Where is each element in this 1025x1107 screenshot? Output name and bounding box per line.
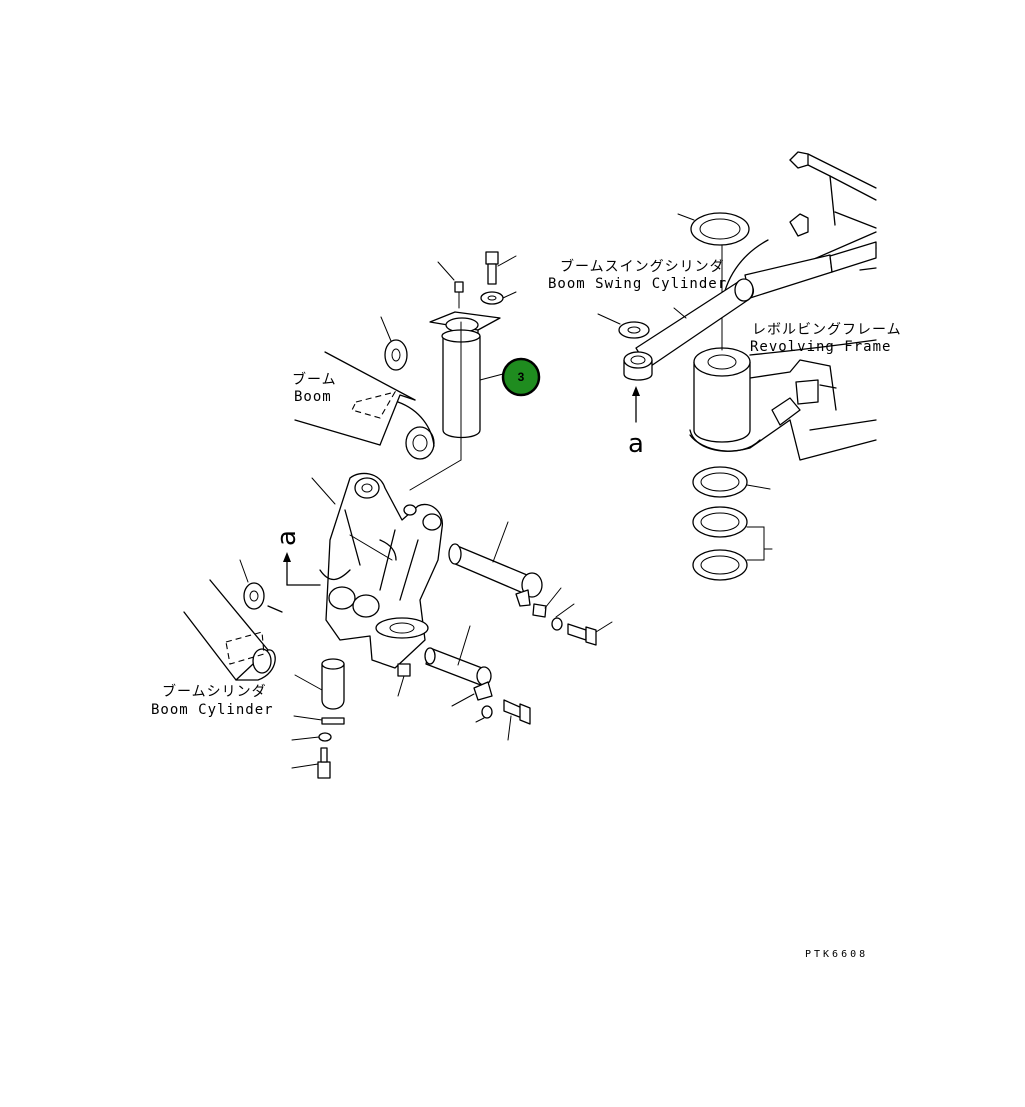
boom-assembly xyxy=(294,316,435,460)
swing-bracket xyxy=(311,472,443,669)
swing-pin-upper xyxy=(448,521,613,646)
callout-3-number: 3 xyxy=(518,370,525,384)
boom-swing-cylinder xyxy=(597,278,754,381)
label-boom-swing-cylinder-en: Boom Swing Cylinder xyxy=(548,276,727,292)
drawing-code: PTK6608 xyxy=(805,949,868,960)
label-boom-jp: ブーム xyxy=(292,371,337,388)
view-arrow-left: a xyxy=(272,530,321,586)
view-marker-a-right: a xyxy=(628,429,644,459)
label-boom-en: Boom xyxy=(294,389,332,405)
callout-3: 3 xyxy=(501,357,541,397)
label-boom-cylinder-jp: ブームシリンダ xyxy=(162,683,267,700)
text-labels: ブーム Boom ブームスイングシリンダ Boom Swing Cylinder… xyxy=(151,258,902,960)
boom-cylinder-assembly xyxy=(183,559,345,779)
view-arrow-right: a xyxy=(628,386,644,459)
view-marker-a-left: a xyxy=(272,530,302,546)
label-boom-cylinder-en: Boom Cylinder xyxy=(151,702,274,718)
boom-pin-part-3 xyxy=(409,251,517,491)
revolving-frame xyxy=(689,151,877,461)
label-revolving-frame-en: Revolving Frame xyxy=(750,339,891,355)
label-revolving-frame-jp: レボルビングフレーム xyxy=(752,322,902,338)
label-boom-swing-cylinder-jp: ブームスイングシリンダ xyxy=(560,258,725,275)
swing-pin-lower xyxy=(397,625,531,741)
